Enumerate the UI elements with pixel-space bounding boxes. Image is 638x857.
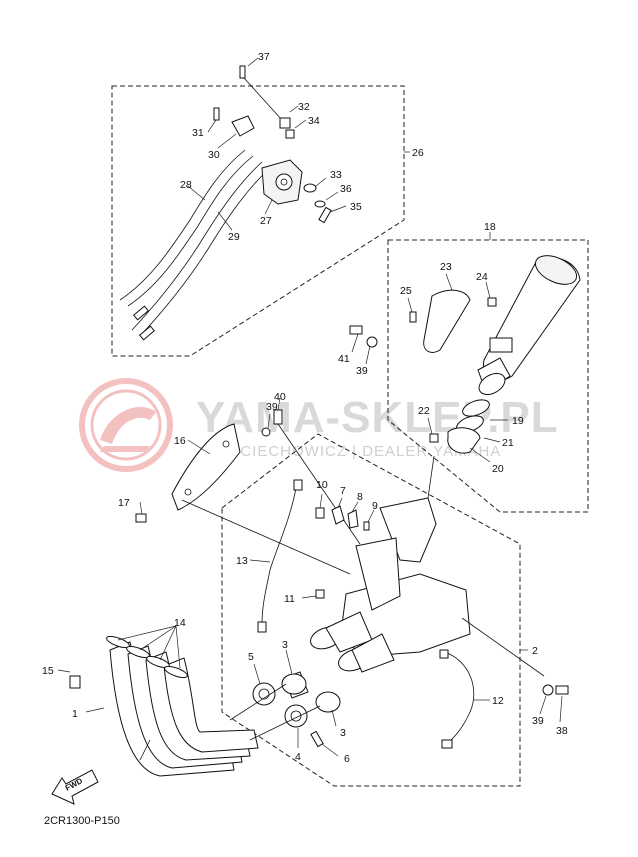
callout-3-upper: 3 (282, 639, 288, 651)
diagram-code: 2CR1300-P150 (44, 815, 120, 827)
callout-21: 21 (502, 437, 514, 449)
callout-9: 9 (372, 500, 378, 512)
part-2-exhaust-chamber (310, 455, 545, 677)
callout-26: 26 (412, 147, 424, 159)
part-41-39-bolt-washer-upper (349, 325, 378, 365)
callout-29: 29 (228, 231, 240, 243)
part-38-39-bolt-washer (539, 684, 569, 723)
part-muffler (477, 255, 581, 395)
watermark: YAMA-SKLEP.PL WOJCIECHOWICZ | DEALER YAM… (79, 378, 559, 472)
callout-6: 6 (344, 753, 350, 765)
part-12-sensor (439, 649, 490, 749)
callout-19: 19 (512, 415, 524, 427)
watermark-sub-text: WOJCIECHOWICZ | DEALER YAMAHA (204, 443, 501, 460)
callout-23: 23 (440, 261, 452, 273)
callout-12: 12 (492, 695, 504, 707)
callout-36: 36 (340, 183, 352, 195)
part-16-heat-shield (135, 423, 351, 575)
callout-5: 5 (248, 651, 254, 663)
callout-16: 16 (174, 435, 186, 447)
callout-30: 30 (208, 149, 220, 161)
callout-1: 1 (72, 708, 78, 720)
callout-10: 10 (316, 479, 328, 491)
callout-40: 40 (274, 391, 286, 403)
callout-25: 25 (400, 285, 412, 297)
part-24-25-screws (407, 281, 497, 323)
group-box-18 (387, 232, 589, 513)
callout-41: 41 (338, 353, 350, 365)
callout-22: 22 (418, 405, 430, 417)
callout-33: 33 (330, 169, 342, 181)
callout-17: 17 (118, 497, 130, 509)
callout-3-lower: 3 (340, 727, 346, 739)
part-30-31-bracket (207, 107, 255, 149)
part-13-sensor-lead (249, 479, 303, 633)
callout-39-lower: 39 (532, 715, 544, 727)
fwd-arrow-icon: FWD (51, 769, 99, 805)
part-3-gaskets (281, 649, 341, 727)
watermark-main-text: YAMA-SKLEP.PL (196, 393, 559, 442)
group-box-26 (111, 85, 410, 357)
callout-13: 13 (236, 555, 248, 567)
callout-4: 4 (295, 751, 301, 763)
callout-20: 20 (492, 463, 504, 475)
callout-2: 2 (532, 645, 538, 657)
part-7-11-brackets (301, 493, 375, 599)
callout-15: 15 (42, 665, 54, 677)
watermark-logo-icon (79, 378, 173, 472)
callout-labels: 1 2 3 3 4 5 6 7 8 9 10 11 12 13 14 15 16… (42, 51, 568, 765)
part-1-exhaust-header (85, 641, 321, 777)
callout-7: 7 (340, 485, 346, 497)
callout-18: 18 (484, 221, 496, 233)
part-14-gaskets (106, 625, 188, 679)
callout-32: 32 (298, 101, 310, 113)
part-4-5-6-clamps (252, 663, 339, 757)
part-32-34-37-fittings (239, 57, 307, 139)
callout-28: 28 (180, 179, 192, 191)
part-19-20-21-gaskets (427, 399, 508, 463)
callout-39-middle: 39 (266, 401, 278, 413)
callout-31: 31 (192, 127, 204, 139)
callout-8: 8 (357, 491, 363, 503)
part-15-cap (57, 669, 81, 689)
callout-34: 34 (308, 115, 320, 127)
callout-39-upper: 39 (356, 365, 368, 377)
callout-14: 14 (174, 617, 186, 629)
callout-35: 35 (350, 201, 362, 213)
callout-38: 38 (556, 725, 568, 737)
part-23-heat-protector (423, 273, 471, 353)
callout-24: 24 (476, 271, 488, 283)
callout-37: 37 (258, 51, 270, 63)
callout-11: 11 (284, 593, 295, 605)
part-27-exhaust-valve-servo (261, 159, 303, 215)
group-box-2 (221, 433, 528, 787)
callout-27: 27 (260, 215, 272, 227)
part-33-35-36-hardware (303, 177, 347, 224)
part-28-29-cables (119, 149, 271, 341)
part-40-39-bolt-washer (261, 397, 361, 545)
